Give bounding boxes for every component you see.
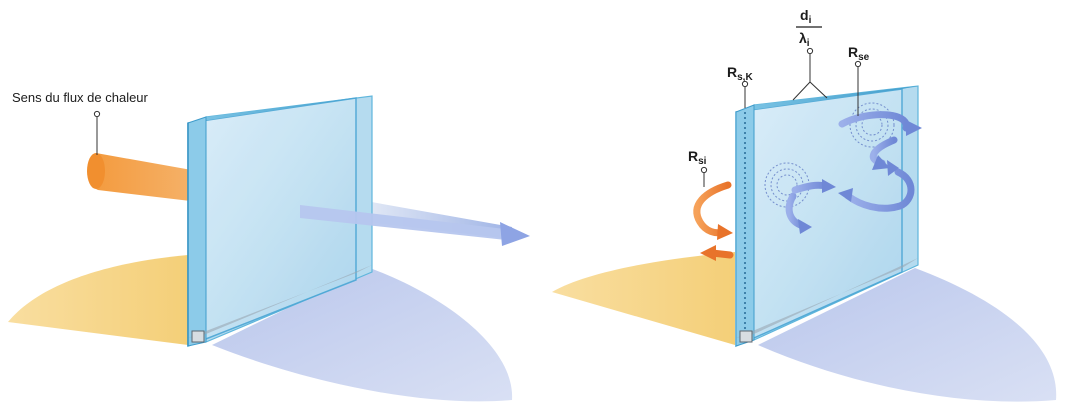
- left-double-glazing: [187, 95, 373, 348]
- rse-label: Rse: [848, 44, 870, 63]
- cold-side-floor: [212, 268, 513, 402]
- cavity-arrowheads: [798, 120, 922, 234]
- rsi-label: Rsi: [688, 148, 707, 167]
- inside-convection-arrows: [693, 181, 734, 261]
- fraction-denominator: λi: [799, 30, 810, 49]
- cold-side-floor-right: [758, 268, 1057, 402]
- rsk-label: Rs,K: [727, 64, 753, 83]
- right-panel: Rsi Rs,K Rse di λi: [552, 7, 1057, 402]
- label-leaders: [700, 47, 862, 187]
- heat-flow-rod-exit: [300, 205, 506, 240]
- warm-side-floor-right: [552, 252, 735, 345]
- right-double-glazing: [735, 85, 919, 348]
- heat-flow-rod-end: [87, 153, 105, 189]
- left-panel: Sens du flux de chaleur: [8, 90, 530, 402]
- warm-side-floor: [8, 255, 188, 345]
- heat-flow-arrowhead: [500, 222, 530, 246]
- fraction-numerator: di: [800, 7, 812, 26]
- heat-flow-label: Sens du flux de chaleur: [12, 90, 149, 105]
- thermal-resistance-fraction: di λi: [796, 7, 822, 49]
